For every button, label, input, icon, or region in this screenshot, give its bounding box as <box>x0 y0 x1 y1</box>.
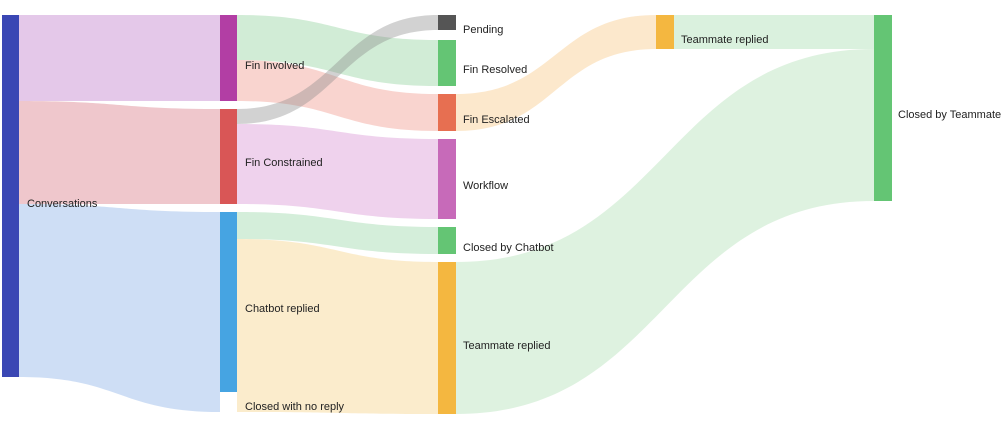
link-tm-replied-2-to-closed-tm[interactable] <box>456 49 874 414</box>
node-label-closed-tm: Closed by Teammate <box>898 109 1001 121</box>
node-label-tm-replied-1: Teammate replied <box>681 34 768 46</box>
node-fin-con[interactable] <box>220 109 237 204</box>
nodes-layer <box>2 15 892 414</box>
node-label-closed-bot: Closed by Chatbot <box>463 242 554 254</box>
node-conv[interactable] <box>2 15 19 377</box>
node-label-chatbot: Chatbot replied <box>245 303 320 315</box>
link-conv-to-fin-con[interactable] <box>19 101 220 204</box>
node-no-reply[interactable] <box>220 392 237 393</box>
link-tm-replied-1-to-closed-tm[interactable] <box>674 15 874 49</box>
node-workflow[interactable] <box>438 139 456 219</box>
node-fin-inv[interactable] <box>220 15 237 101</box>
node-fin-esc[interactable] <box>438 94 456 131</box>
node-tm-replied-1[interactable] <box>656 15 674 49</box>
node-chatbot[interactable] <box>220 212 237 392</box>
node-label-fin-esc: Fin Escalated <box>463 114 530 126</box>
link-chatbot-to-tm-replied-2[interactable] <box>237 239 438 414</box>
node-label-workflow: Workflow <box>463 180 508 192</box>
node-label-pending: Pending <box>463 24 503 36</box>
node-tm-replied-2[interactable] <box>438 262 456 414</box>
node-label-fin-res: Fin Resolved <box>463 64 527 76</box>
node-fin-res[interactable] <box>438 40 456 86</box>
node-label-fin-con: Fin Constrained <box>245 157 323 169</box>
link-conv-to-chatbot[interactable] <box>19 204 220 412</box>
link-fin-inv-to-fin-res[interactable] <box>237 15 438 86</box>
link-chatbot-to-closed-bot[interactable] <box>237 212 438 254</box>
link-fin-esc-to-tm-replied-1[interactable] <box>456 15 656 131</box>
links-layer <box>19 15 874 414</box>
node-label-conv: Conversations <box>27 198 98 210</box>
link-conv-to-fin-inv[interactable] <box>19 15 220 101</box>
node-closed-bot[interactable] <box>438 227 456 254</box>
node-label-no-reply: Closed with no reply <box>245 401 345 413</box>
link-fin-con-to-pending[interactable] <box>237 15 438 124</box>
node-pending[interactable] <box>438 15 456 30</box>
node-closed-tm[interactable] <box>874 15 892 201</box>
node-label-tm-replied-2: Teammate replied <box>463 340 550 352</box>
link-fin-con-to-workflow[interactable] <box>237 124 438 219</box>
link-fin-inv-to-fin-esc[interactable] <box>237 60 438 131</box>
node-label-fin-inv: Fin Involved <box>245 60 304 72</box>
